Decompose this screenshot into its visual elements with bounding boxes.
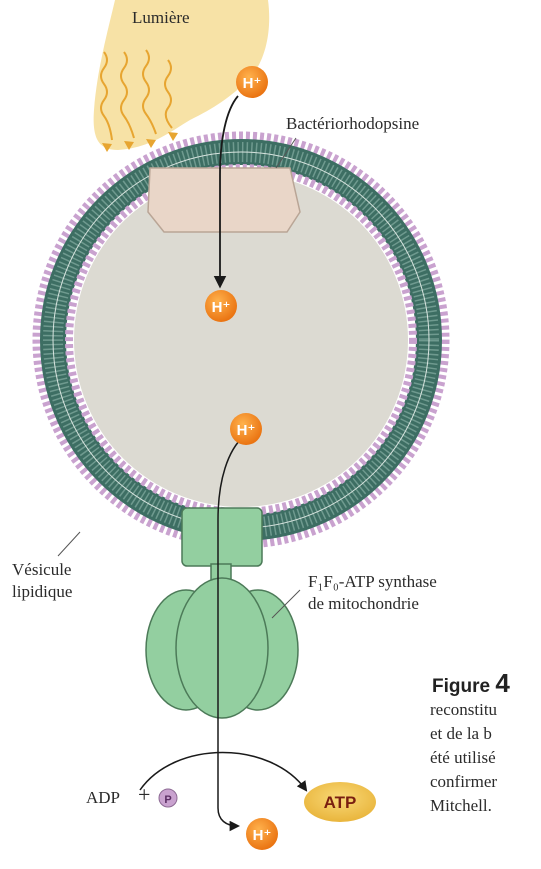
caption-title-word: Figure <box>432 676 490 697</box>
synthase-membrane-part <box>182 508 262 566</box>
atp-label: ATP <box>324 793 357 812</box>
vesicle-label-line1: Vésicule <box>12 560 71 580</box>
proton-ball-inside-bottom: H⁺ <box>230 413 262 445</box>
atp-molecule: ATP <box>304 782 376 822</box>
bacteriorhodopsin-label: Bactériorhodopsine <box>286 114 419 134</box>
caption-line-5: Mitchell. <box>430 796 492 816</box>
synthase-label-line2: de mitochondrie <box>308 594 419 614</box>
caption-line-3: été utilisé <box>430 748 496 768</box>
synthase-head <box>146 578 298 718</box>
vesicle-pointer <box>58 532 80 556</box>
caption-line-1: reconstitu <box>430 700 497 720</box>
proton-label: H⁺ <box>243 75 262 92</box>
synthase-label-line1: F₁F₀-ATP synthase <box>308 572 437 592</box>
plus-sign: + <box>138 785 150 805</box>
caption-title-number: 4 <box>495 668 509 698</box>
caption-line-4: confirmer <box>430 772 497 792</box>
caption-line-2: et de la b <box>430 724 492 744</box>
proton-ball-inside-top: H⁺ <box>205 290 237 322</box>
phosphate-ball: P <box>159 789 177 807</box>
bacteriorhodopsin <box>148 168 300 232</box>
adp-label: ADP <box>86 788 120 808</box>
proton-ball-top: H⁺ <box>236 66 268 98</box>
light-label: Lumière <box>132 8 190 28</box>
adp-to-atp-arrow <box>140 753 306 791</box>
caption-title: Figure 4 <box>432 668 510 699</box>
proton-label: H⁺ <box>253 827 272 844</box>
proton-label: H⁺ <box>237 422 256 439</box>
phosphate-label: P <box>164 794 171 806</box>
vesicle-label-line2: lipidique <box>12 582 72 602</box>
proton-ball-outside-bottom: H⁺ <box>246 818 278 850</box>
proton-label: H⁺ <box>212 299 231 316</box>
